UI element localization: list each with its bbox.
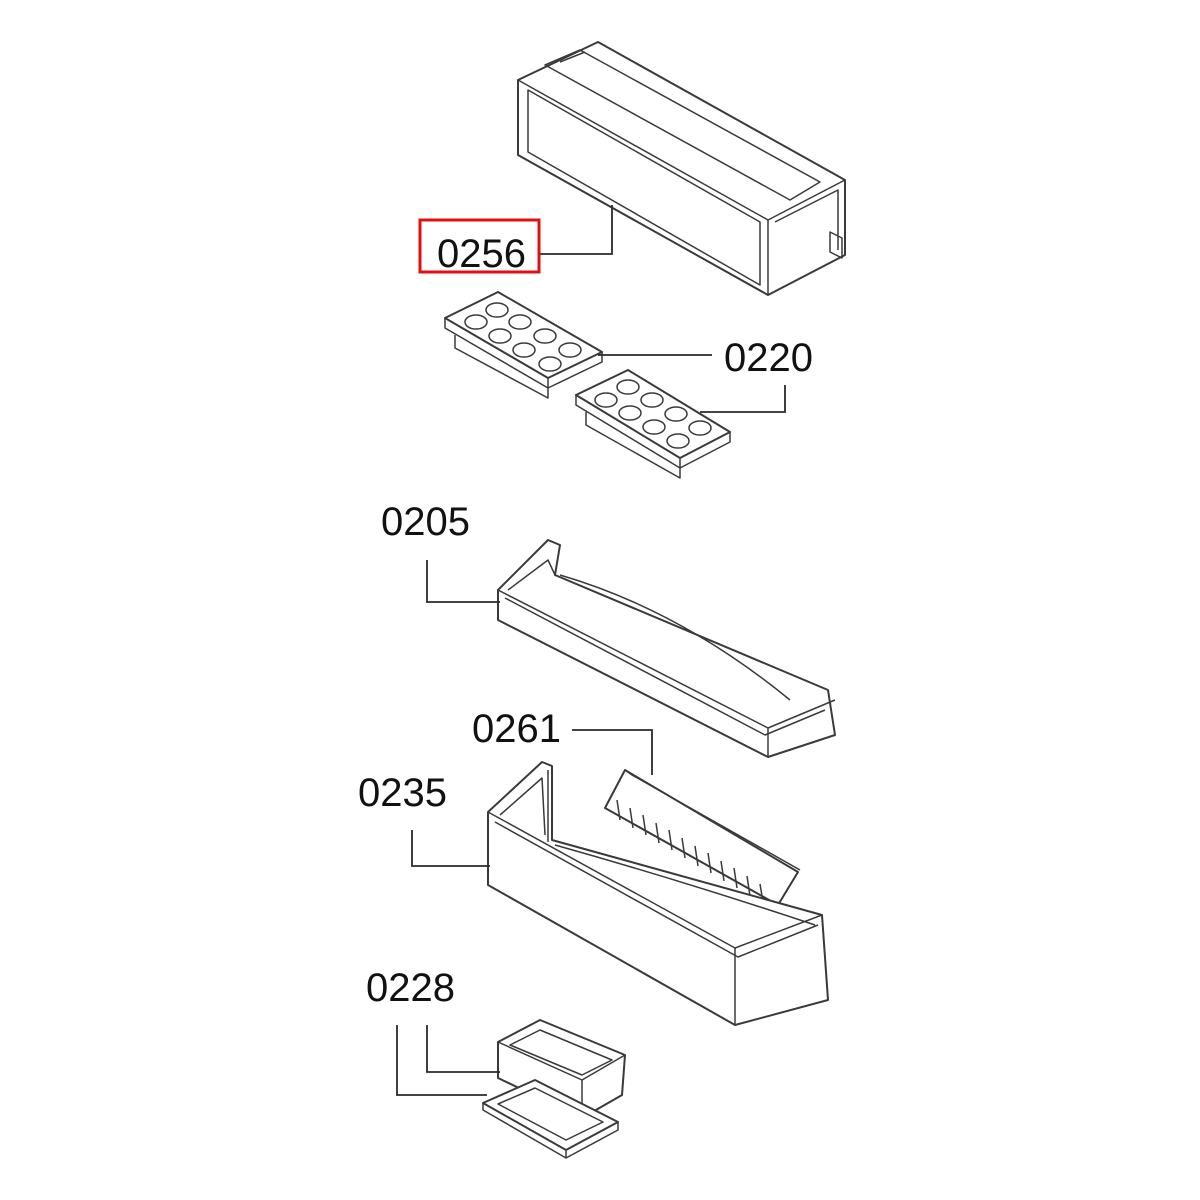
label-0256[interactable]: 0256 — [437, 232, 526, 276]
part-0261-drawing[interactable] — [604, 769, 801, 906]
leader-0220-b — [700, 385, 786, 413]
part-0235-drawing[interactable] — [487, 761, 829, 1026]
leader-lines — [396, 205, 786, 1096]
label-0261[interactable]: 0261 — [472, 707, 561, 751]
part-0220-drawing[interactable] — [444, 291, 731, 479]
label-0235[interactable]: 0235 — [358, 771, 447, 815]
leader-0228-a — [426, 1025, 500, 1073]
part-0205-drawing[interactable] — [497, 539, 836, 758]
leader-0235 — [411, 830, 490, 867]
label-0205[interactable]: 0205 — [381, 500, 470, 544]
leader-0228-b — [396, 1025, 487, 1096]
highlight-box — [418, 218, 541, 274]
leader-0256 — [540, 205, 613, 255]
label-0228[interactable]: 0228 — [366, 966, 455, 1010]
part-0228-drawing[interactable] — [482, 1019, 626, 1159]
leader-0205 — [426, 560, 500, 603]
part-0256-drawing[interactable] — [517, 41, 846, 296]
part-labels: 0256 0220 0205 0261 0235 0228 — [358, 218, 813, 1010]
leader-0261 — [572, 729, 653, 775]
label-0220[interactable]: 0220 — [724, 336, 813, 380]
